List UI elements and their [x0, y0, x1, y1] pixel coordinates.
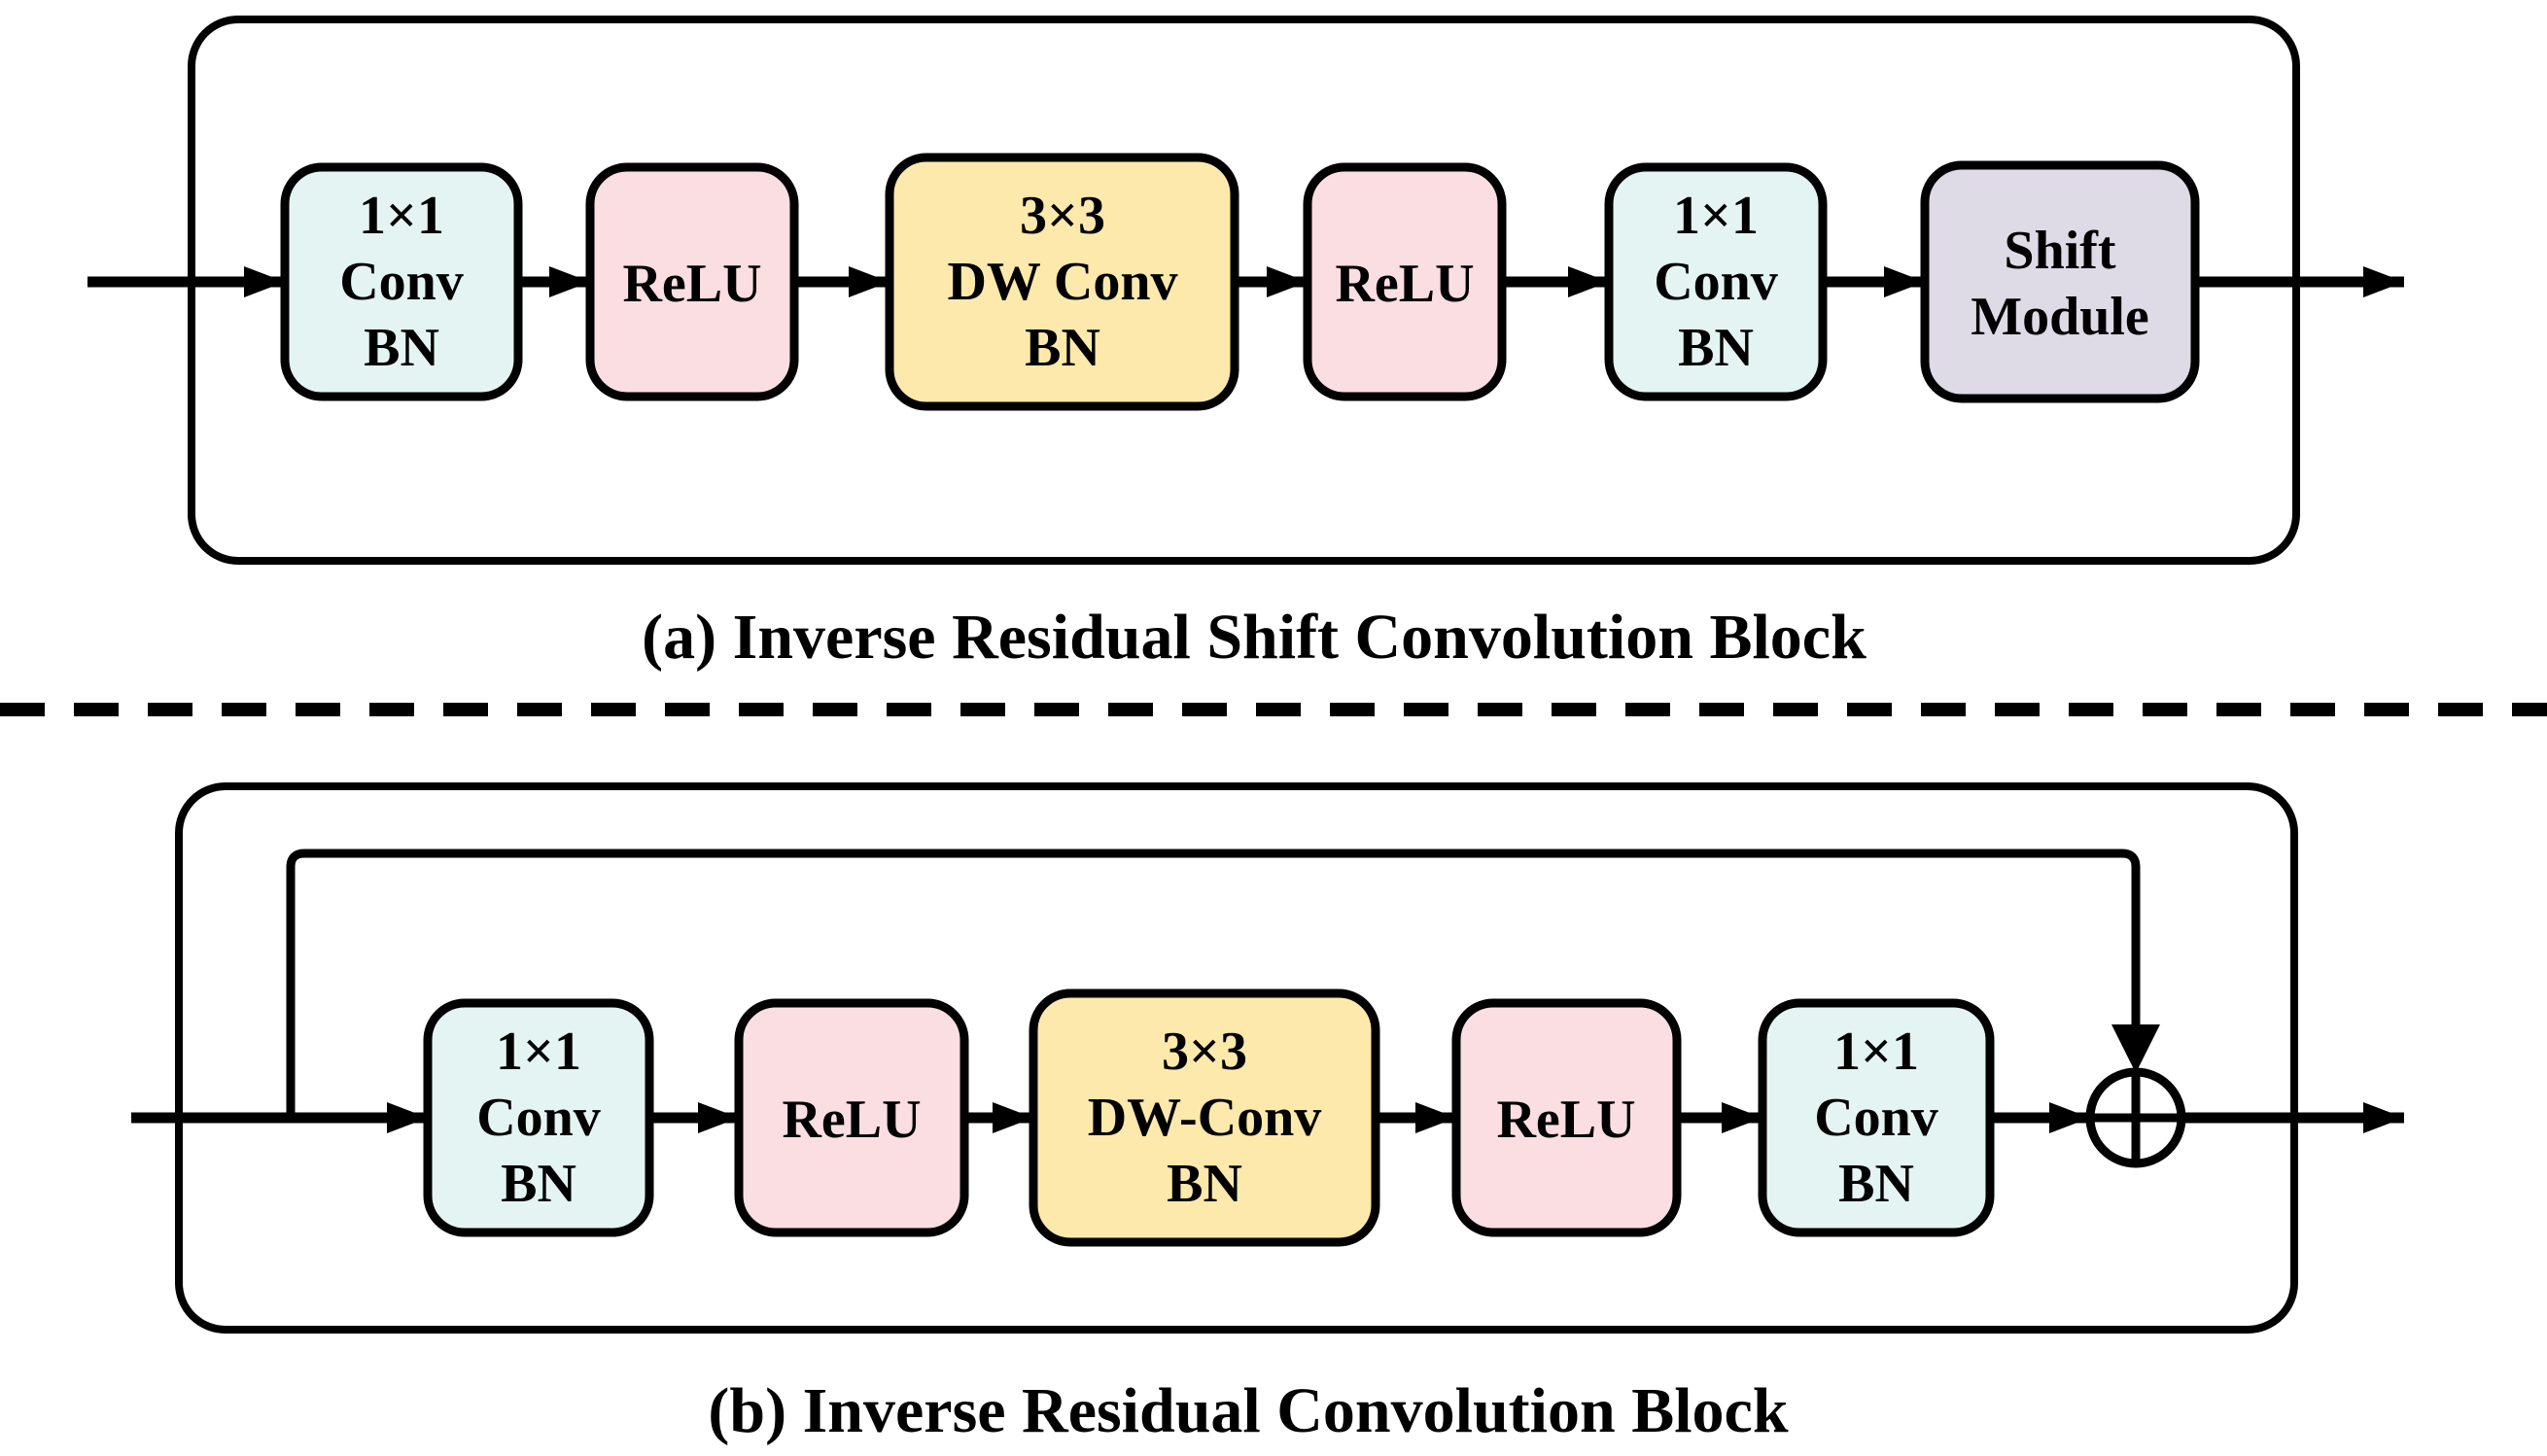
block-dw-conv-bn: 3×3 DW Conv BN	[885, 153, 1239, 411]
block-label: BN	[1678, 318, 1754, 378]
block-label: BN	[1838, 1154, 1914, 1214]
panel-a-outer-border	[188, 16, 2300, 565]
block-label: ReLU	[1496, 1090, 1635, 1150]
block-conv-bn-1: 1×1 Conv BN	[423, 998, 654, 1237]
block-dw-conv-bn-box	[1029, 988, 1380, 1247]
panel-a-caption: (a) Inverse Residual Shift Convolution B…	[642, 602, 1867, 673]
block-relu-1: ReLU	[734, 998, 969, 1237]
block-label: Module	[1971, 287, 2149, 347]
block-label: ReLU	[782, 1090, 921, 1150]
block-label: Shift	[2004, 221, 2115, 281]
block-label: Conv	[476, 1088, 601, 1148]
block-conv-bn-1: 1×1 Conv BN	[280, 162, 523, 401]
panel-b-outer-border	[175, 782, 2298, 1334]
block-relu-1-box	[585, 162, 799, 401]
block-relu-2: ReLU	[1451, 998, 1682, 1237]
block-conv-bn-2-box	[1604, 162, 1828, 401]
skip-connection-wire	[286, 849, 2141, 1118]
block-label: BN	[1025, 318, 1100, 378]
block-label: Conv	[1814, 1088, 1938, 1148]
block-conv-bn-1-box	[280, 162, 523, 401]
block-conv-bn-2-box	[1758, 998, 1995, 1237]
block-label: Conv	[1654, 252, 1778, 312]
block-relu-1: ReLU	[585, 162, 799, 401]
block-label: ReLU	[1335, 254, 1474, 314]
block-relu-2-box	[1451, 998, 1682, 1237]
block-relu-2-box	[1303, 162, 1507, 401]
block-label: 1×1	[359, 186, 444, 246]
block-dw-conv-bn: 3×3 DW-Conv BN	[1029, 988, 1380, 1247]
block-label: BN	[1167, 1154, 1242, 1214]
block-label: 1×1	[496, 1022, 581, 1082]
block-relu-1-box	[734, 998, 969, 1237]
block-dw-conv-bn-box	[885, 153, 1239, 411]
panel-a: 1×1 Conv BN ReLU 3×3 DW Conv BN ReLU 1×1…	[87, 16, 2404, 673]
block-label: Conv	[339, 252, 464, 312]
block-conv-bn-2: 1×1 Conv BN	[1758, 998, 1995, 1237]
block-conv-bn-2: 1×1 Conv BN	[1604, 162, 1828, 401]
block-label: 1×1	[1833, 1022, 1919, 1082]
block-label: DW Conv	[947, 252, 1177, 312]
block-shift-module-box	[1920, 160, 2200, 403]
block-label: 3×3	[1162, 1022, 1247, 1082]
skip-connection-arrowhead	[2111, 1024, 2160, 1073]
block-label: BN	[364, 318, 439, 378]
block-conv-bn-1-box	[423, 998, 654, 1237]
block-label: 1×1	[1673, 186, 1759, 246]
block-label: ReLU	[622, 254, 761, 314]
block-label: DW-Conv	[1088, 1088, 1322, 1148]
block-shift-module: Shift Module	[1920, 160, 2200, 403]
panel-b-caption: (b) Inverse Residual Convolution Block	[708, 1375, 1788, 1446]
circled-plus-icon	[2085, 1067, 2186, 1168]
block-label: BN	[501, 1154, 576, 1214]
block-label: 3×3	[1020, 186, 1105, 246]
block-relu-2: ReLU	[1303, 162, 1507, 401]
panel-b: 1×1 Conv BN ReLU 3×3 DW-Conv BN ReLU 1×1…	[131, 782, 2404, 1446]
